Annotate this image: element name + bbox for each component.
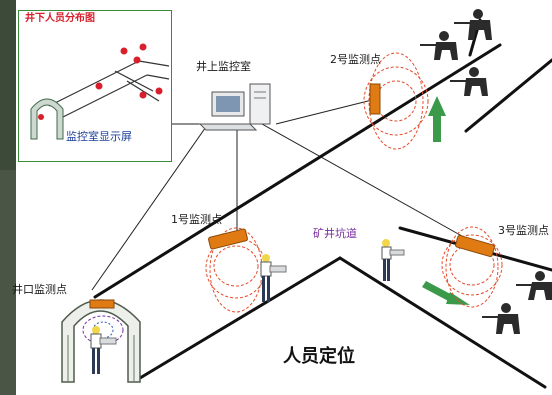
arch-gate-icon — [61, 299, 141, 383]
label-control-room: 井上监控室 — [196, 60, 251, 73]
computer-icon — [198, 83, 271, 131]
label-tunnel: 矿井坑道 — [313, 227, 357, 240]
soldier-icon — [454, 9, 492, 40]
sensor-icon-3 — [455, 234, 495, 258]
label-point-1: 1号监测点 — [171, 213, 222, 226]
sensor-icon-1 — [208, 228, 248, 250]
signal-rings-3 — [441, 226, 503, 308]
inset-caption: 监控室显示屏 — [66, 130, 132, 143]
inset-map — [30, 43, 170, 140]
miner-icon — [381, 239, 405, 281]
sensor-icon-2 — [369, 83, 381, 115]
main-title: 人员定位 — [283, 346, 355, 367]
arrow-icon — [422, 281, 470, 305]
arrow-icon — [428, 96, 446, 142]
miner-icon — [260, 254, 287, 302]
inset-panel — [18, 10, 172, 162]
label-entrance-point: 井口监测点 — [12, 283, 67, 296]
label-point-2: 2号监测点 — [330, 53, 381, 66]
inset-title: 井下人员分布图 — [25, 13, 95, 24]
soldier-icon — [516, 271, 552, 300]
connection-lines — [91, 99, 479, 291]
left-photo-edge-lower — [0, 170, 16, 395]
soldier-icon — [420, 31, 458, 60]
miner-icon — [90, 326, 117, 374]
soldier-icon — [450, 67, 488, 96]
soldier-icon — [482, 303, 520, 334]
label-point-3: 3号监测点 — [498, 224, 549, 237]
